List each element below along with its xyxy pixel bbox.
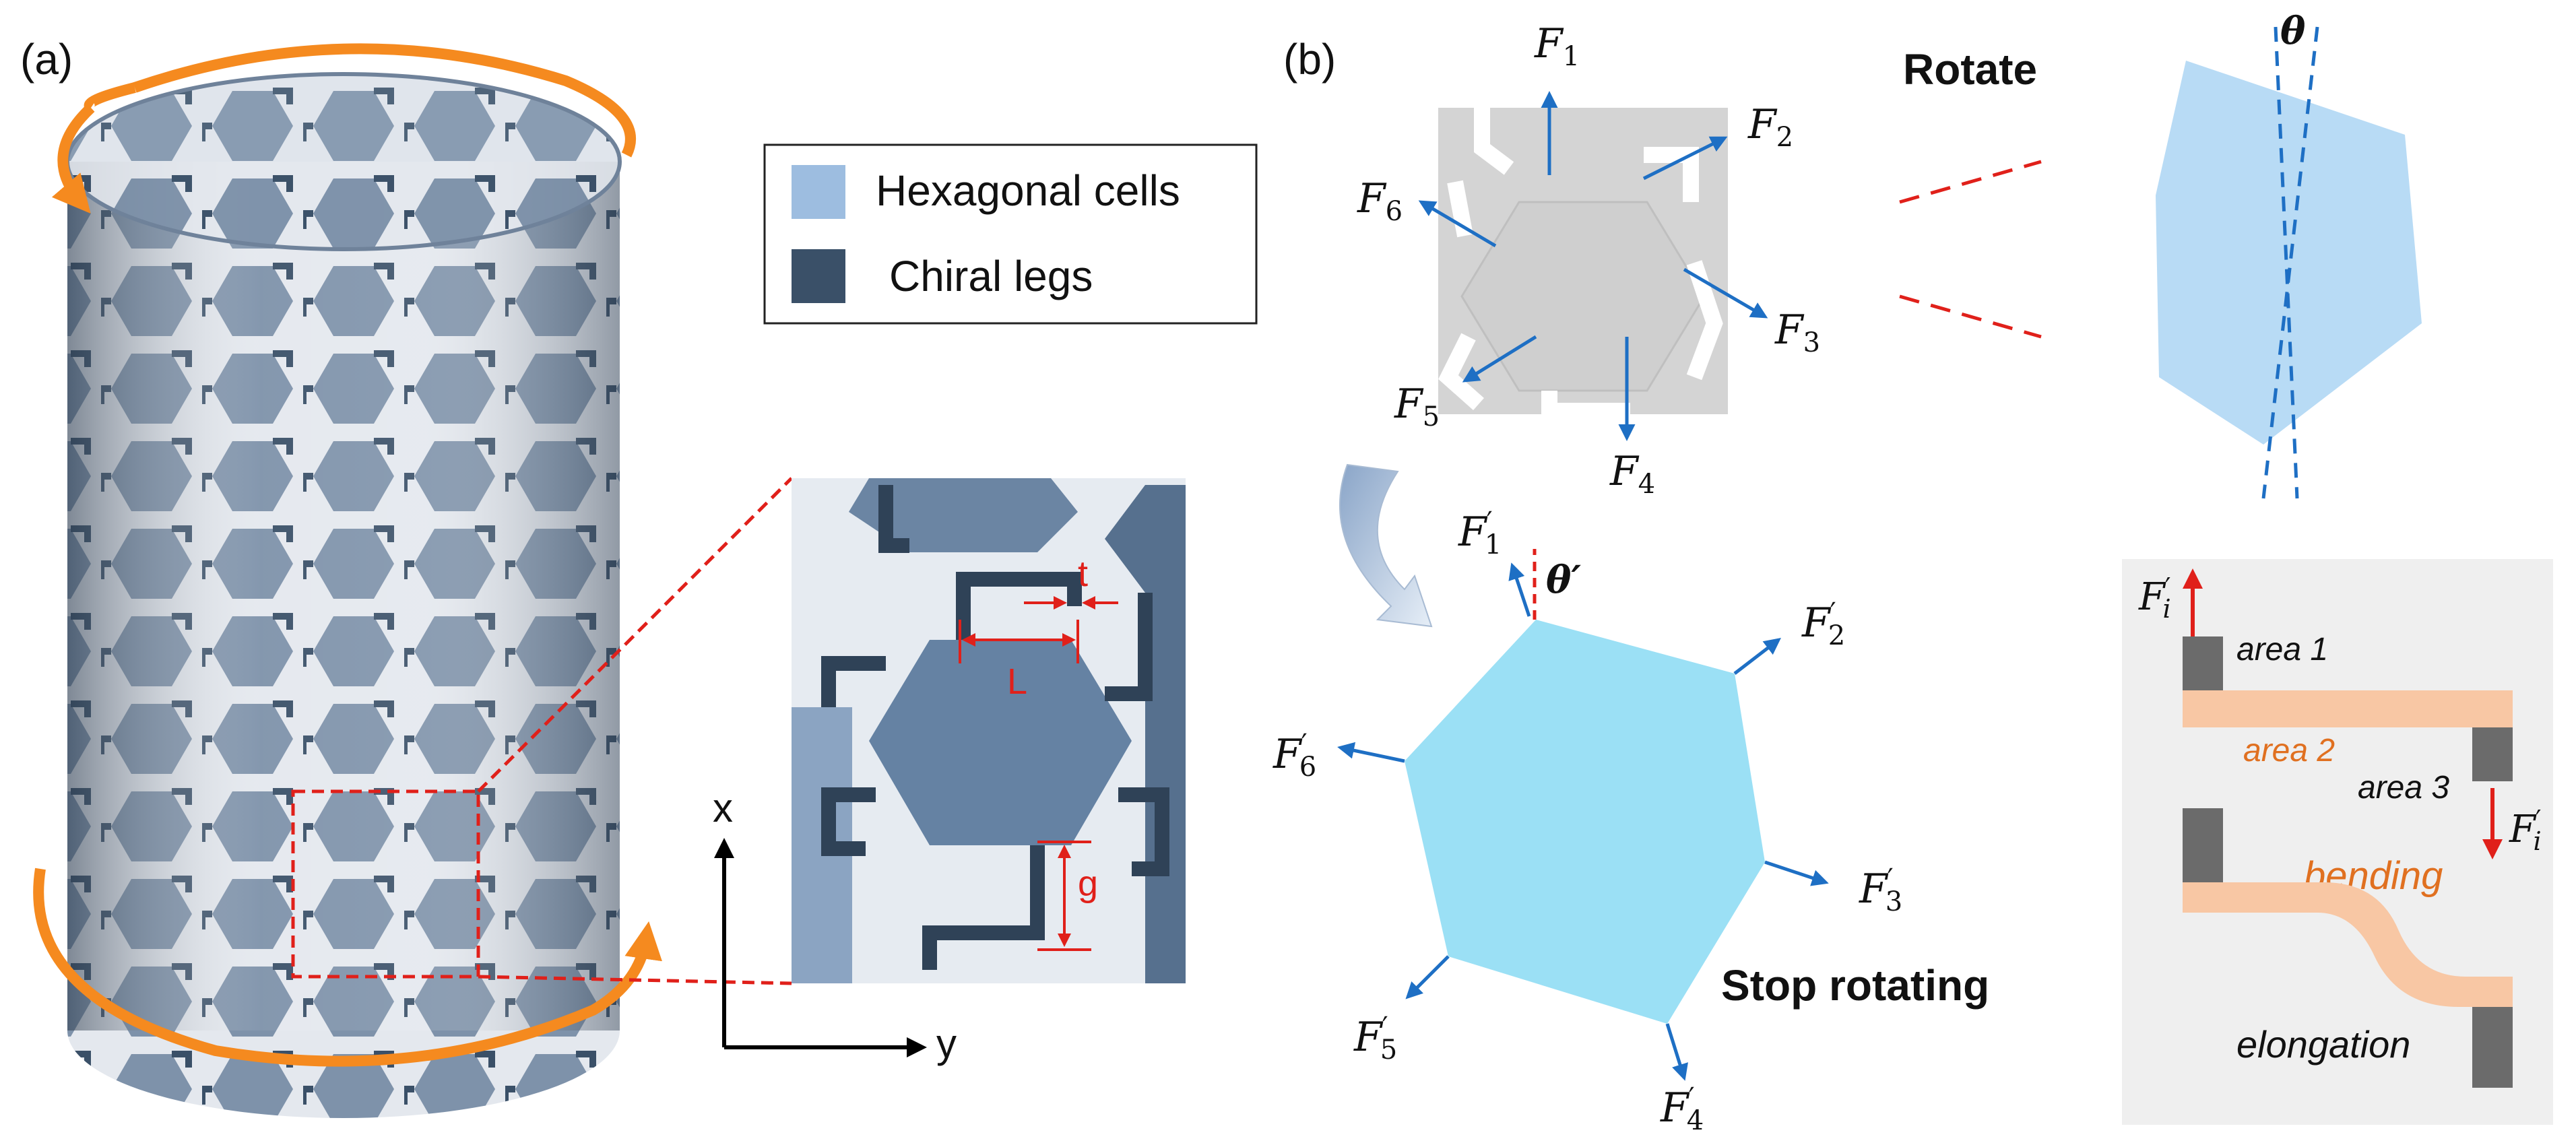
chiral-leg-right-upper	[1105, 593, 1153, 701]
force-label-F4-prime: F′4	[1660, 1082, 1704, 1136]
force-label-F4: F4	[1609, 448, 1655, 500]
block-area-3	[2472, 727, 2513, 781]
stop-rotating-caption: Stop rotating	[1721, 961, 1989, 1010]
legend-swatch-chiral-legs	[792, 249, 845, 303]
theta-prime-label: θ′	[1546, 558, 1581, 602]
force-arrow-F5-prime	[1405, 955, 1450, 1000]
axis-x-label: x	[713, 785, 733, 830]
stopped-hexagon-group: θ′ F′1 F′2 F′3 F′4 F′5 F′6	[1273, 506, 1902, 1136]
zoom-connector-top	[477, 477, 793, 793]
legend-label-chiral-legs: Chiral legs	[889, 252, 1093, 300]
rotate-ray-lower	[1899, 294, 2042, 339]
legend-swatch-hexagonal-cells	[792, 165, 845, 219]
unit-cell-leg-3	[1686, 260, 1723, 381]
label-elongation: elongation	[2236, 1023, 2410, 1066]
force-label-F3-prime: F′3	[1859, 863, 1902, 917]
legend: Hexagonal cells Chiral legs	[763, 143, 1258, 325]
chiral-leg-right-lower	[1118, 787, 1169, 876]
beam-inset: F′i area 1 area 2 area 3 F′i bending elo…	[2122, 559, 2553, 1125]
label-area-2: area 2	[2243, 733, 2335, 768]
rotated-hexagon	[2156, 61, 2422, 445]
dim-L-label: L	[1007, 661, 1027, 702]
force-label-F6-prime: F′6	[1273, 729, 1316, 783]
top-rotation-arrow-head	[51, 104, 95, 214]
zoomed-unit-cell: t L g	[792, 478, 1186, 983]
force-arrow-F1-prime	[1508, 562, 1531, 617]
top-rotation-arrow-tail	[84, 82, 136, 112]
bottom-rotation-arrow	[33, 868, 662, 1067]
force-arrow-F4-prime	[1665, 1023, 1688, 1081]
panel-a-label: (a)	[20, 35, 73, 84]
beam-area-2	[2183, 690, 2513, 727]
unit-cell-leg-5	[1438, 333, 1484, 410]
top-rotation-arrow	[133, 43, 636, 158]
rotate-ray-upper	[1899, 160, 2042, 204]
block-lower-right	[2472, 1007, 2513, 1088]
unit-cell-leg-4	[1541, 391, 1630, 419]
transition-curved-arrow	[1339, 463, 1433, 628]
zoom-connector-bottom	[478, 975, 792, 985]
force-arrow-F2-prime	[1733, 637, 1781, 675]
force-arrow-F3-prime	[1764, 860, 1829, 886]
zoom-region-box	[291, 789, 480, 979]
coordinate-axes: x y	[713, 785, 957, 1066]
force-label-F5: F5	[1394, 381, 1440, 432]
legend-frame	[763, 143, 1258, 325]
chiral-leg-top-center	[956, 572, 1082, 640]
axis-y-label: y	[936, 1021, 957, 1066]
theta-dashed-line-2	[2261, 26, 2319, 499]
force-label-Fi-down: F′i	[2509, 805, 2542, 856]
stopped-hexagon	[1405, 620, 1765, 1024]
legend-label-hexagonal-cells: Hexagonal cells	[876, 166, 1180, 215]
label-area-1: area 1	[2236, 632, 2328, 667]
force-label-F6: F6	[1357, 175, 1403, 227]
panel-b-label: (b)	[1283, 35, 1336, 84]
force-label-F3: F3	[1774, 306, 1820, 358]
chiral-leg-left-upper	[821, 656, 886, 707]
force-label-F5-prime: F′5	[1353, 1012, 1397, 1066]
force-label-Fi-up: F′i	[2138, 572, 2171, 624]
dim-t-label: t	[1078, 554, 1088, 594]
cylinder-top-opening	[67, 74, 620, 249]
force-arrow-F5	[1462, 335, 1537, 383]
unit-cell-leg-1	[1474, 108, 1514, 175]
force-label-F1: F1	[1534, 20, 1580, 72]
rotated-hexagon-group: θ	[2156, 9, 2422, 499]
block-lower-left	[2183, 808, 2223, 882]
force-label-F1-prime: F′1	[1458, 506, 1502, 560]
dim-g-label: g	[1078, 863, 1098, 904]
force-arrow-F2	[1642, 136, 1728, 181]
theta-dashed-line-1	[2274, 26, 2299, 499]
chiral-leg-left-lower	[821, 787, 876, 856]
rotate-caption: Rotate	[1903, 45, 2037, 94]
force-label-F2: F2	[1747, 101, 1793, 153]
force-unit-cell: F1 F2 F3 F4 F5 F6	[1357, 20, 1820, 500]
cylinder-shading	[67, 162, 620, 1030]
zoom-top-cell	[849, 478, 1078, 552]
chiral-leg-top	[878, 485, 909, 553]
zoom-center-hexagon	[869, 640, 1132, 845]
chiral-cylinder	[65, 72, 622, 1118]
block-area-1	[2183, 636, 2223, 690]
force-label-F2-prime: F′2	[1801, 597, 1845, 651]
theta-label: θ	[2280, 9, 2306, 53]
force-arrow-F6	[1418, 200, 1497, 248]
beam-bent	[2183, 882, 2513, 1007]
force-arrow-F3	[1683, 267, 1768, 319]
label-area-3: area 3	[2358, 770, 2449, 806]
chiral-leg-bottom	[922, 845, 1045, 970]
force-arrow-F6-prime	[1337, 742, 1405, 763]
